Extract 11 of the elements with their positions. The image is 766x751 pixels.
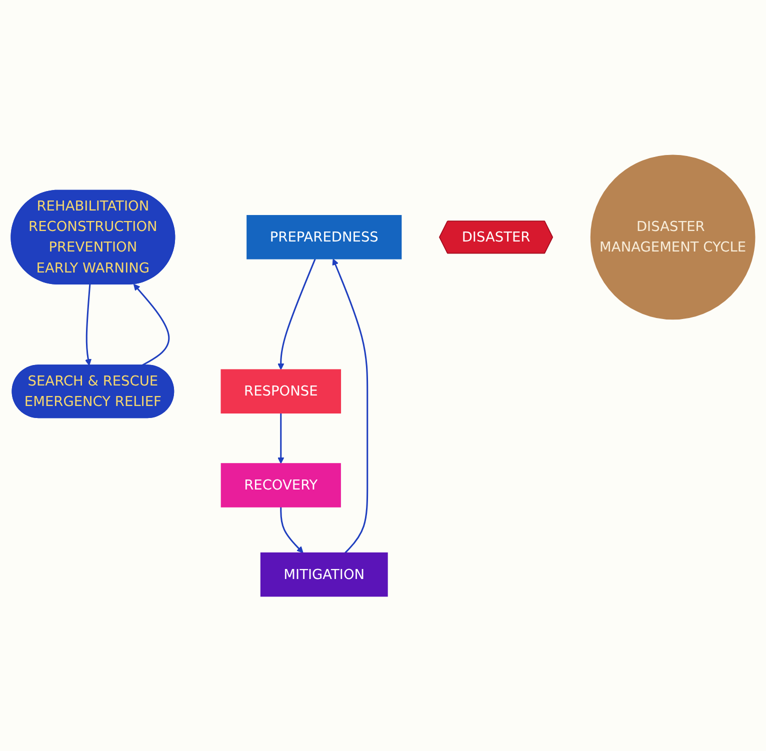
node-box: RECOVERY [220, 462, 341, 508]
arrow [133, 284, 170, 366]
arrow [278, 412, 284, 464]
node-circle: DISASTER MANAGEMENT CYCLE [590, 154, 756, 320]
arrow [84, 284, 92, 366]
node-box: RESPONSE [220, 369, 342, 414]
arrow [280, 506, 304, 553]
arrow [332, 258, 368, 554]
node-box: PREPAREDNESS [246, 214, 402, 260]
arrow [278, 258, 316, 370]
node-box: MITIGATION [260, 552, 388, 596]
